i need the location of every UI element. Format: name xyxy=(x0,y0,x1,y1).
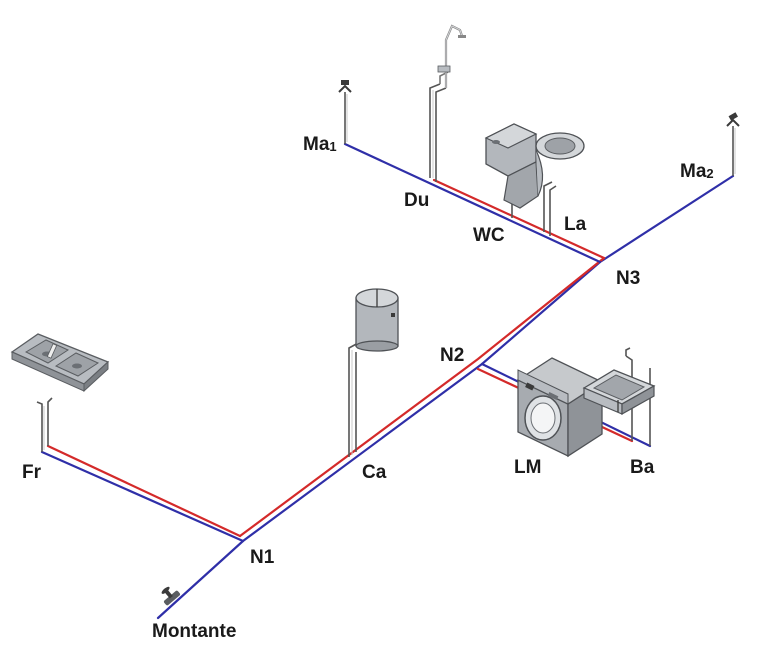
label-n3: N3 xyxy=(616,268,640,289)
pipe-network xyxy=(40,142,735,620)
label-n2: N2 xyxy=(440,345,464,366)
label-montante: Montante xyxy=(152,621,236,642)
hot-branch-fr xyxy=(46,444,242,538)
risers xyxy=(36,83,736,457)
riser-fr xyxy=(36,397,53,452)
valve-icon xyxy=(161,586,181,606)
riser-du xyxy=(429,83,447,182)
label-ca: Ca xyxy=(362,462,387,483)
riser-ma2 xyxy=(732,126,736,176)
label-ma1-sub: 1 xyxy=(329,139,336,154)
cold-branch-ma1 xyxy=(343,142,602,264)
label-ba: Ba xyxy=(630,457,655,478)
laundry-tank-icon xyxy=(582,369,656,416)
hot-branch-du xyxy=(432,178,606,260)
kitchen-sink-icon xyxy=(10,333,110,393)
riser-ma1 xyxy=(344,92,348,144)
water-heater-icon xyxy=(355,288,399,352)
tap-icon-ma2 xyxy=(726,112,740,127)
label-ma1: Ma1 xyxy=(303,134,337,155)
hot-main-trunk xyxy=(238,256,606,538)
riser-ba xyxy=(625,355,651,446)
label-fr: Fr xyxy=(22,462,42,483)
cold-branch-fr xyxy=(40,450,245,543)
tap-icon xyxy=(338,80,352,93)
label-ma1-main: Ma xyxy=(303,134,330,155)
labels: Montante N1 N2 N3 Fr Ca LM Ba Ma1 Ma2 Du… xyxy=(22,134,714,642)
label-du: Du xyxy=(404,190,429,211)
riser-ca xyxy=(348,341,361,457)
label-ma2: Ma2 xyxy=(680,161,714,182)
label-wc: WC xyxy=(473,225,505,246)
washing-machine-icon xyxy=(516,357,604,458)
label-la: La xyxy=(564,214,587,235)
label-ma2-main: Ma xyxy=(680,161,707,182)
shower-icon xyxy=(437,24,466,88)
label-ma2-sub: 2 xyxy=(706,166,713,181)
toilet-icon xyxy=(484,123,585,209)
tap-icon-ba xyxy=(625,347,631,356)
riser-la xyxy=(543,181,557,236)
label-n1: N1 xyxy=(250,547,275,568)
label-lm: LM xyxy=(514,457,541,478)
